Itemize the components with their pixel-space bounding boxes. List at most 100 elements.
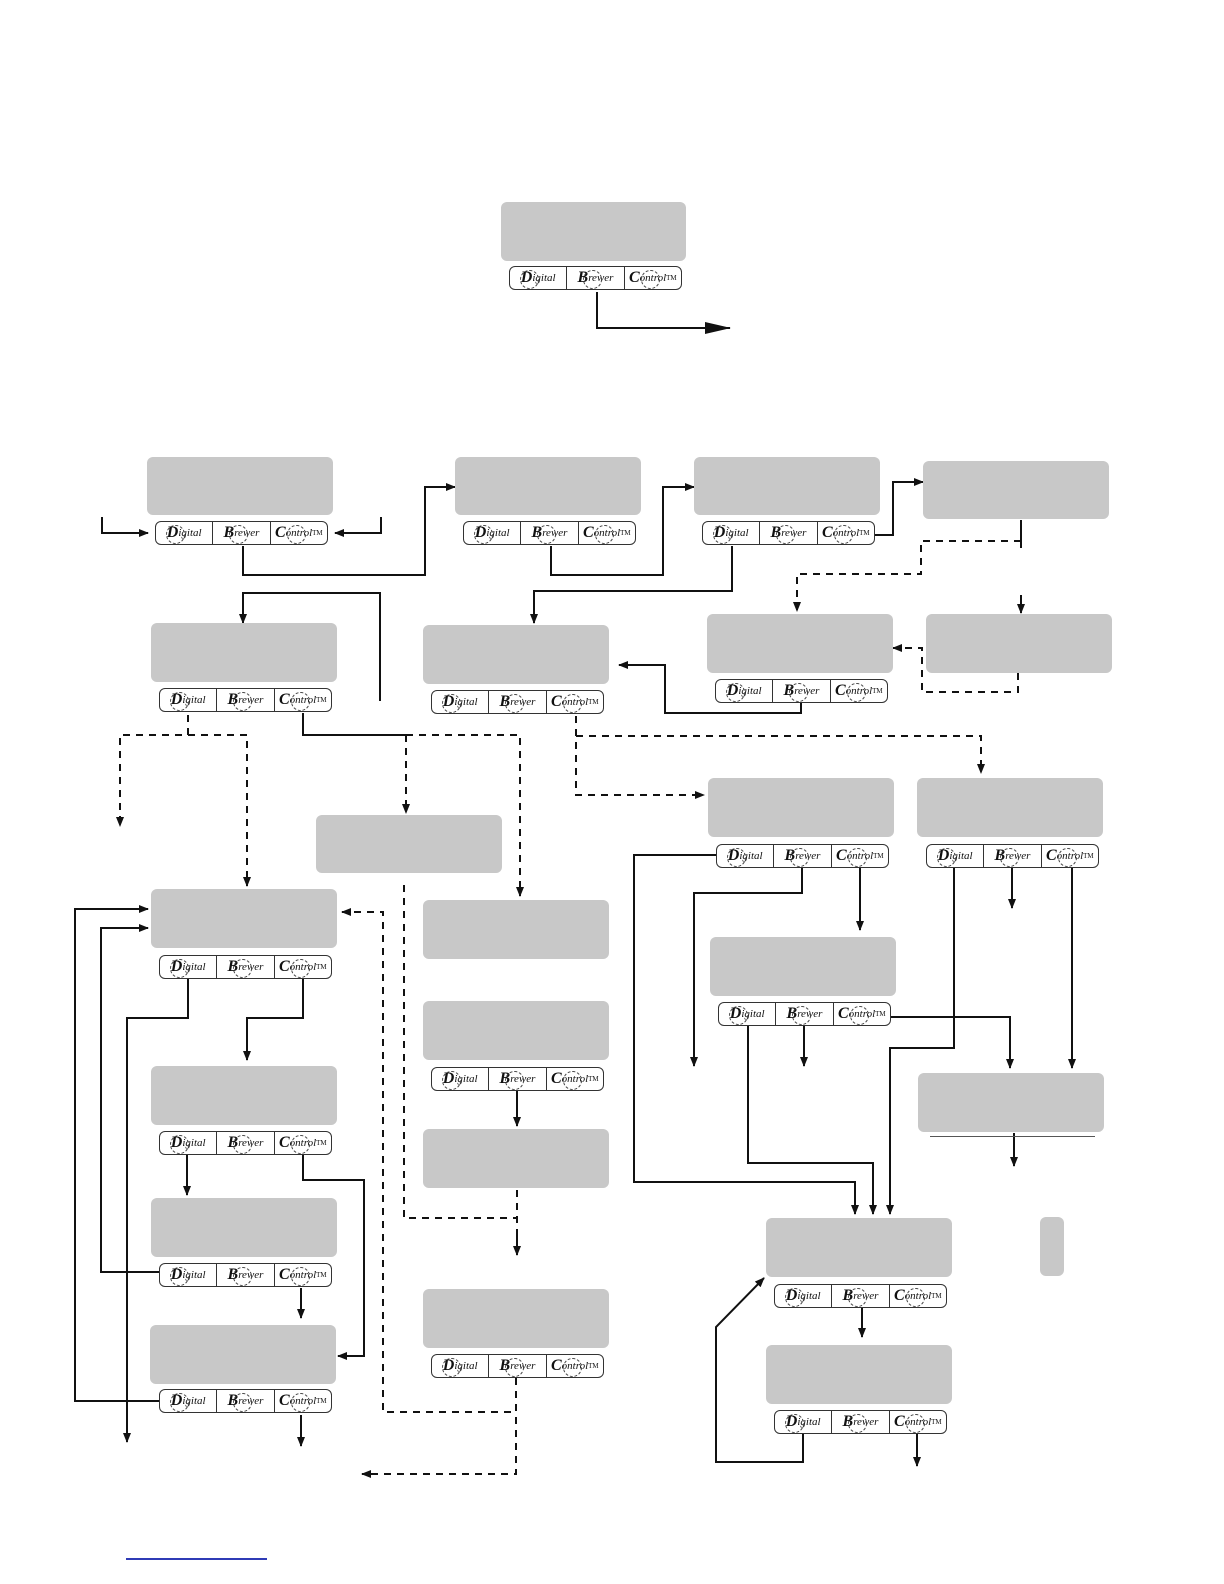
- button-initial: C: [278, 691, 290, 708]
- button-initial: B: [499, 1070, 511, 1087]
- dashed-ring-icon: [727, 848, 746, 867]
- arrow-s19-s21: [886, 867, 955, 1215]
- display-screen: [423, 1289, 609, 1348]
- dashed-ring-icon: [905, 1414, 925, 1433]
- button-initial: B: [784, 847, 796, 864]
- dashed-ring-icon: [290, 1393, 310, 1412]
- button-initial: B: [227, 691, 239, 708]
- dashed-ring-icon: [785, 1414, 804, 1433]
- arrow-s1-s2: [242, 483, 456, 576]
- trademark-mark: TM: [875, 1010, 886, 1018]
- display-screen: [423, 625, 609, 684]
- display-screen: [316, 815, 502, 873]
- dashed-ring-icon: [849, 1006, 869, 1025]
- arrow-s24-s23: [715, 1277, 804, 1463]
- dashed-ring-icon: [233, 1267, 253, 1286]
- button-initial: B: [994, 847, 1006, 864]
- display-screen: [923, 461, 1109, 519]
- button-initial: C: [550, 1357, 562, 1374]
- trademark-mark: TM: [873, 852, 884, 860]
- trademark-mark: TM: [1083, 852, 1094, 860]
- dashed-ring-icon: [170, 959, 189, 978]
- trademark-mark: TM: [316, 1271, 327, 1279]
- trademark-mark: TM: [931, 1418, 942, 1426]
- button-initial: C: [550, 1070, 562, 1087]
- dashed-ring-icon: [729, 1006, 748, 1025]
- button-initial: C: [893, 1413, 905, 1430]
- dashed-s6-s18: [575, 716, 705, 799]
- trademark-mark: TM: [588, 1075, 599, 1083]
- dashed-ring-icon: [166, 525, 185, 544]
- dashed-ring-icon: [1000, 848, 1020, 867]
- display-screen: [455, 457, 641, 515]
- arrow-s7-s6: [618, 661, 802, 714]
- dashed-ring-icon: [474, 525, 493, 544]
- dashed-ring-icon: [286, 525, 306, 544]
- arrow-s1-s5: [239, 592, 381, 701]
- dashed-ring-icon: [537, 525, 557, 544]
- trademark-mark: TM: [316, 696, 327, 704]
- button-initial: B: [842, 1413, 854, 1430]
- button-initial: C: [278, 1392, 290, 1409]
- dashed-ring-icon: [847, 848, 867, 867]
